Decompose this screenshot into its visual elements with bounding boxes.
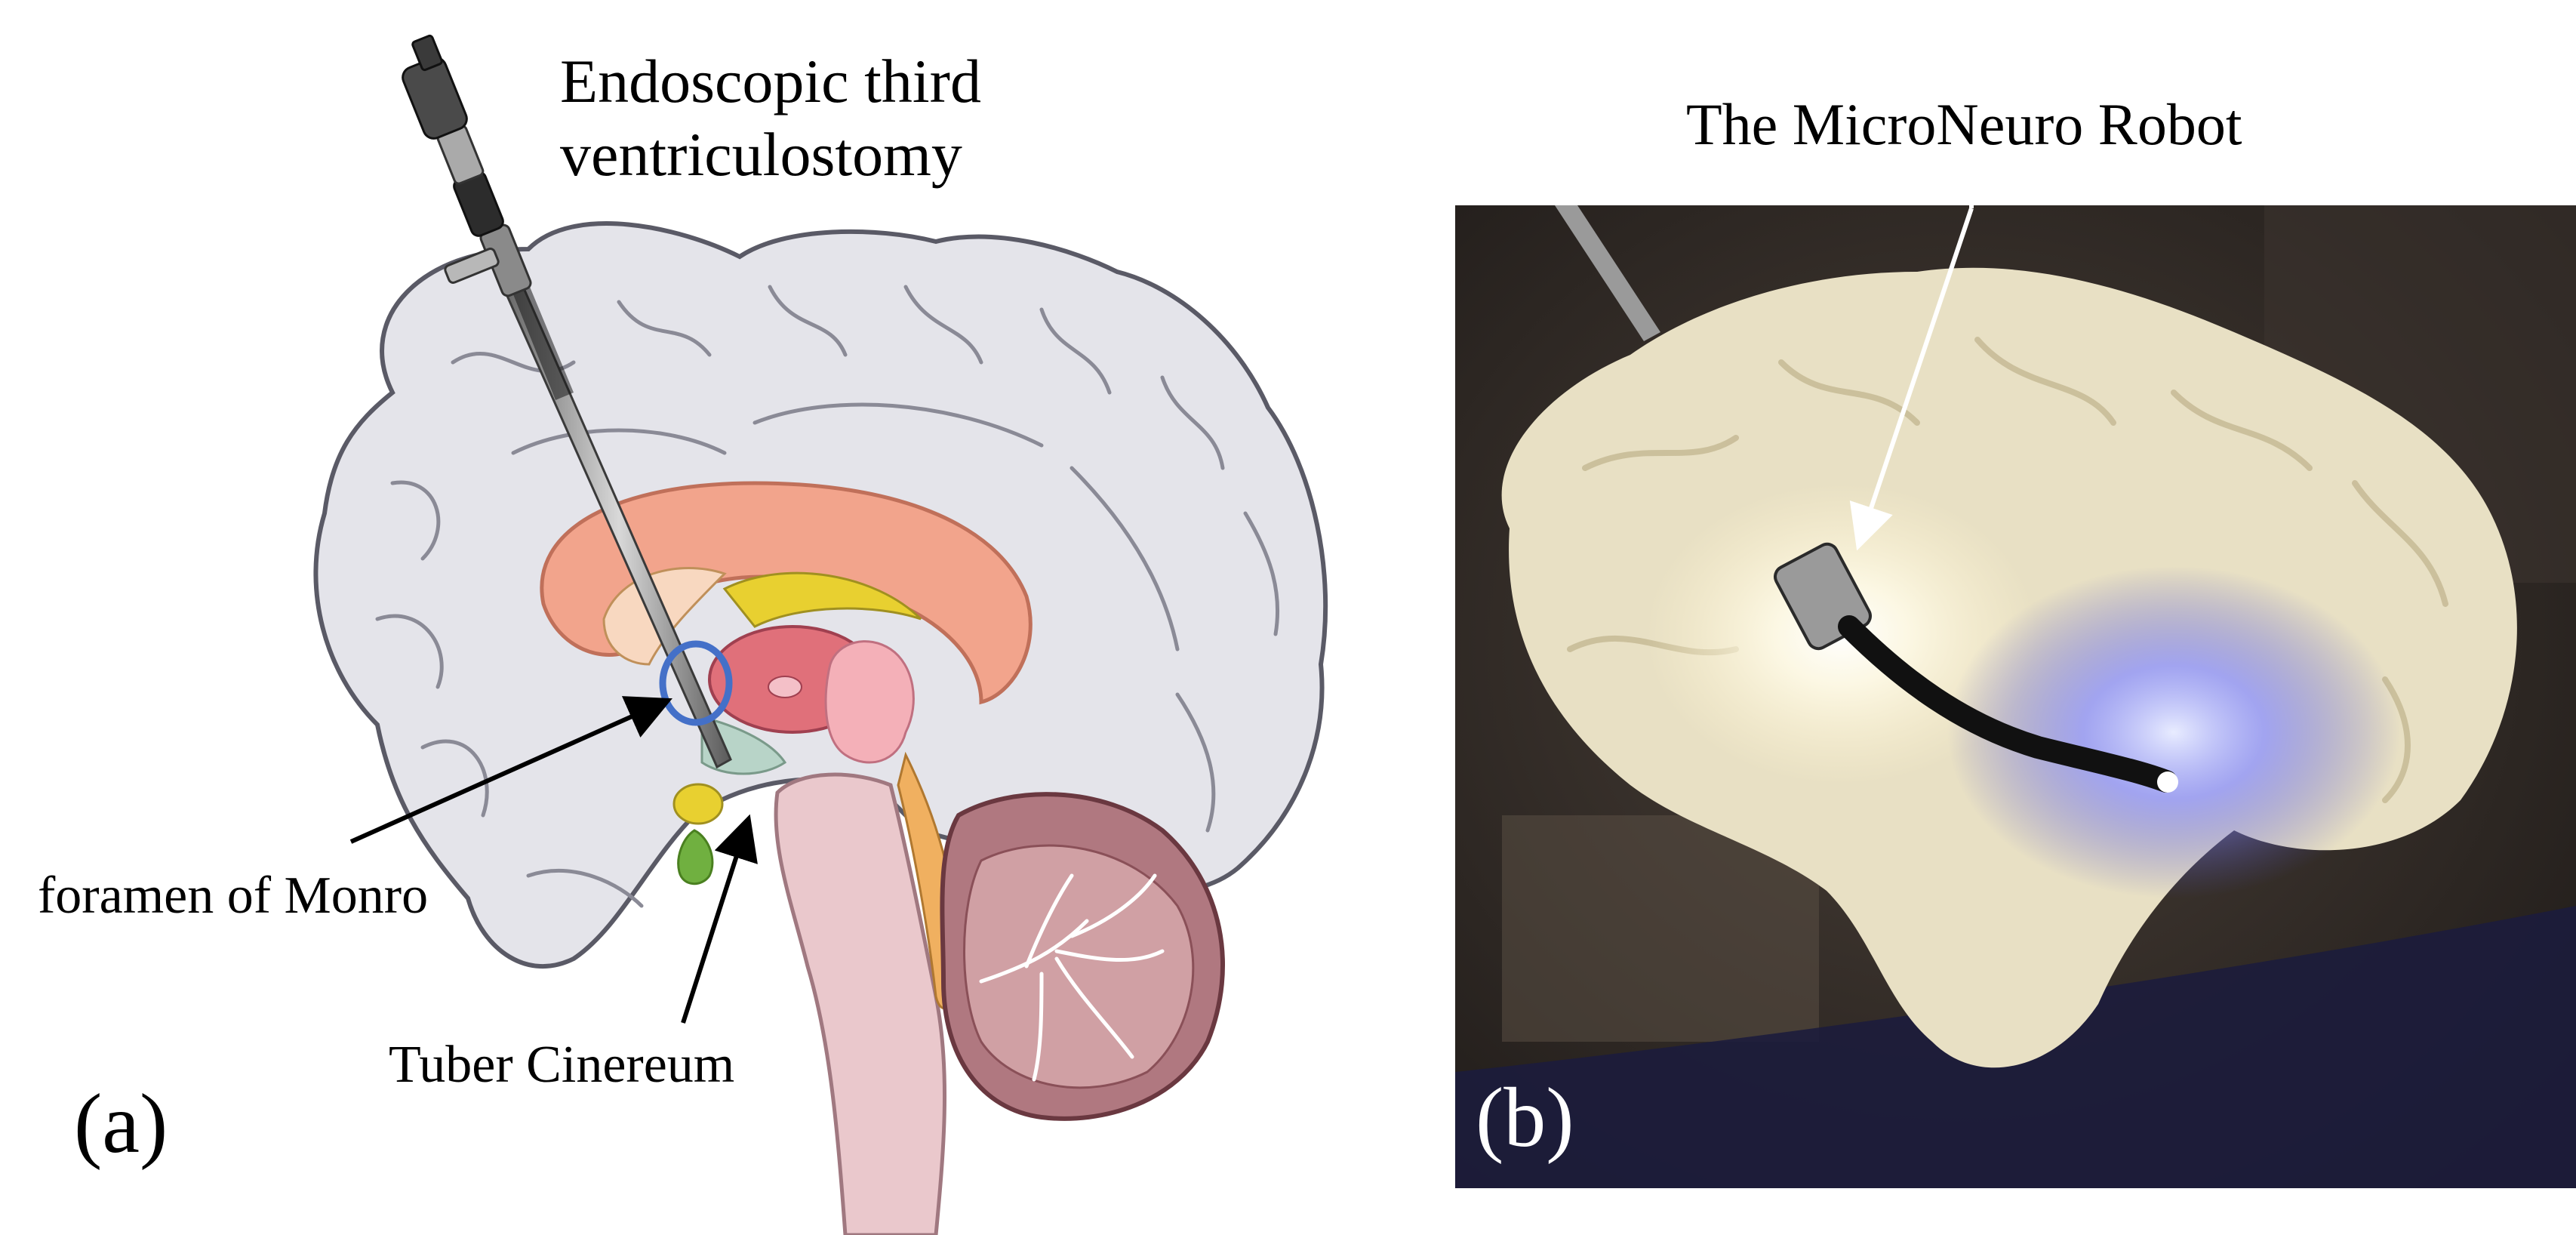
robot-photo — [1455, 205, 2576, 1188]
panel-b-title: The MicroNeuro Robot — [1686, 91, 2242, 157]
robot-pointer-arrow — [1849, 208, 1974, 551]
panel-a-letter: (a) — [74, 1077, 168, 1171]
fornix — [722, 571, 922, 628]
hypothalamus — [672, 783, 724, 825]
pituitary — [677, 829, 714, 885]
microneuro-robot — [1774, 542, 2178, 793]
foramen-of-monro-marker — [659, 640, 733, 726]
tuber-arrow — [681, 814, 758, 1024]
panel-a-title-line2: ventriculostomy — [560, 119, 962, 189]
gyri — [375, 285, 1280, 908]
foramen-arrow — [349, 696, 672, 844]
endoscope — [402, 34, 732, 769]
panel-a-title: Endoscopic third ventriculostomy — [560, 45, 981, 192]
brainstem — [774, 772, 947, 1235]
arbor-vitae — [979, 873, 1165, 1082]
tuber-cinereum-label: Tuber Cinereum — [389, 1036, 735, 1094]
pineal-region — [824, 640, 915, 764]
panel-b-letter: (b) — [1476, 1071, 1574, 1165]
panel-a-title-line1: Endoscopic third — [560, 47, 981, 115]
brain-illustration — [313, 34, 1328, 1235]
foramen-of-monro-label: foramen of Monro — [38, 867, 429, 925]
